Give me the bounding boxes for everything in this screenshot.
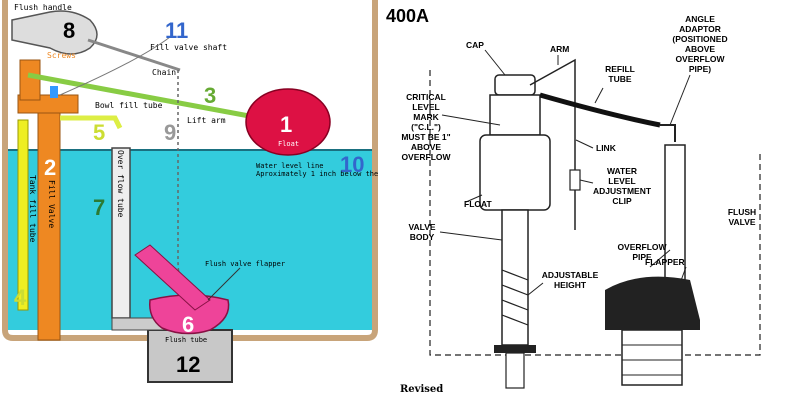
number-6: 6 <box>182 312 194 337</box>
number-2: 2 <box>44 155 56 180</box>
number-10: 10 <box>340 152 364 177</box>
label-bowl-fill-tube: Bowl fill tube <box>95 101 163 110</box>
label-link: LINK <box>596 143 617 153</box>
revised-footer: Revised <box>400 384 443 395</box>
label-group: CAP ARM FLOAT LINK FLAPPER <box>464 40 685 267</box>
label-flush-handle: Flush handle <box>14 3 72 12</box>
label-over-flow-tube: Over flow tube <box>116 150 125 218</box>
bowl-fill-tube <box>60 115 123 130</box>
number-11: 11 <box>165 18 188 43</box>
adjustable-threads <box>501 269 529 326</box>
handle-arm <box>87 38 181 72</box>
label-screws: Screws <box>47 51 76 60</box>
shaft-pointer <box>59 36 171 96</box>
valve-cap <box>494 74 536 96</box>
label-chain: Chain <box>152 68 176 77</box>
float <box>245 88 331 156</box>
number-12: 12 <box>176 352 200 377</box>
flush-handle <box>11 10 98 55</box>
tank-outline <box>429 70 761 356</box>
label-fill-valve-shaft: Fill valve shaft <box>150 43 227 52</box>
right-panel-background <box>380 0 800 400</box>
diagram-title: 400A <box>386 6 429 26</box>
number-3: 3 <box>204 83 216 108</box>
number-4: 4 <box>14 285 27 310</box>
valve-nut <box>494 345 536 353</box>
label-fill-valve: Fill Valve <box>47 180 56 228</box>
screw <box>50 86 58 98</box>
label-cap: CAP <box>466 40 484 50</box>
toilet-tank-diagram: Flush handle Fill valve shaft Screws Cha… <box>0 0 380 400</box>
number-9: 9 <box>164 120 176 145</box>
fill-valve-riser <box>19 59 41 101</box>
label-float: FLOAT <box>464 199 493 209</box>
flush-tube <box>147 329 233 383</box>
valve-head <box>489 94 541 136</box>
valve-shank <box>505 352 525 389</box>
refill-tube <box>539 92 661 128</box>
leader-lines <box>439 49 691 306</box>
label-float: Float <box>278 140 299 148</box>
valve-arm <box>529 58 576 86</box>
angle-adaptor <box>660 124 676 142</box>
number-7: 7 <box>93 195 105 220</box>
label-water-level-line: Water level line <box>256 162 323 170</box>
tank-fill-tube <box>17 119 29 311</box>
number-8: 8 <box>63 18 75 43</box>
number-1: 1 <box>280 112 292 137</box>
label-lift-arm: Lift arm <box>187 116 226 125</box>
lift-arm <box>27 72 261 121</box>
label-tank-fill-tube: Tank fill tube <box>28 175 37 243</box>
label-flush-valve-flapper: Flush valve flapper <box>205 260 285 268</box>
adjustment-clip <box>569 169 581 191</box>
flapper <box>605 276 700 320</box>
label-flush-tube: Flush tube <box>165 336 207 344</box>
flapper-arm <box>134 244 211 311</box>
label-flapper: FLAPPER <box>645 257 685 267</box>
number-5: 5 <box>93 120 105 145</box>
label-arm: ARM <box>550 44 569 54</box>
flapper-pointer <box>207 267 241 301</box>
valve-body-tube <box>501 209 529 346</box>
flush-valve-threads <box>622 344 682 376</box>
label-water-level-note: Aproximately 1 inch below the overflow t… <box>256 170 380 178</box>
flush-valve-seat <box>605 320 700 330</box>
flush-valve-base <box>621 329 683 386</box>
